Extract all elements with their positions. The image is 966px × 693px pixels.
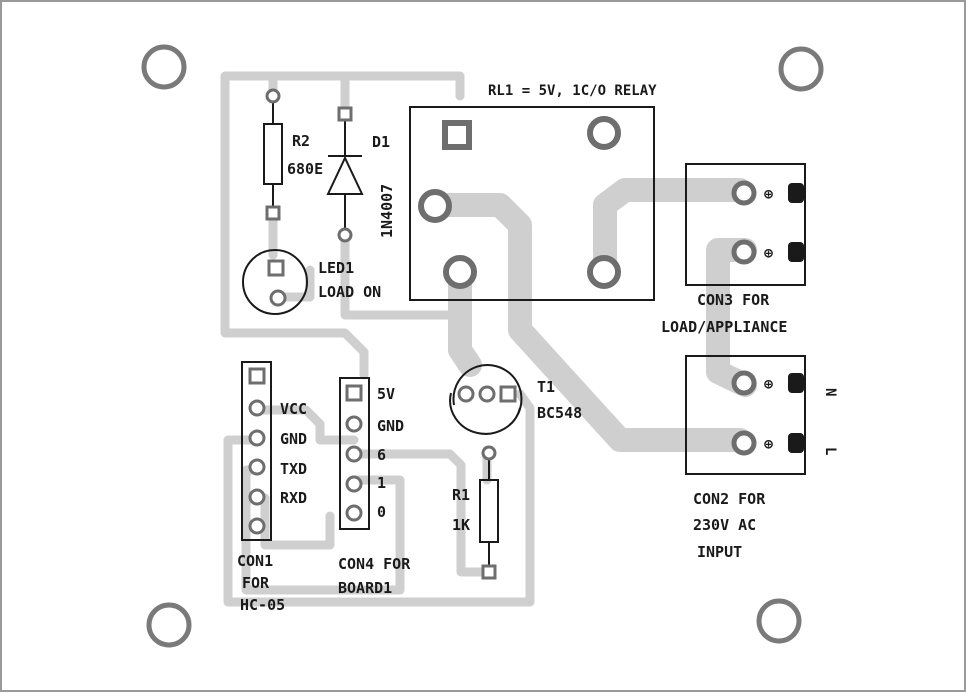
led1-body [242,249,308,315]
con3-screw-1: ⊕ [764,185,773,203]
con2-body [685,355,806,475]
con3-caption-1: CON3 FOR [697,291,770,309]
con2-caption-1: CON2 FOR [693,490,766,508]
con4-pin-5v: 5V [377,385,395,403]
con3-terminal: ⊕ ⊕ CON3 FOR LOAD/APPLIANCE [661,163,806,336]
r1-value: 1K [452,516,470,534]
relay-label: RL1 = 5V, 1C/O RELAY [488,83,657,99]
con3-screw-2: ⊕ [764,244,773,262]
d1-diode: D1 1N4007 [326,106,396,243]
t1-transistor: T1 BC548 [449,364,582,435]
r2-value: 680E [287,160,323,178]
t1-ref: T1 [537,378,555,396]
con2-terminal: ⊕ ⊕ N L CON2 FOR 230V AC INPUT [685,355,838,561]
mounting-holes [141,44,824,648]
con1-pin-rxd: RXD [280,489,307,507]
con2-pin-n: N [822,388,838,396]
mounting-hole-tl [141,44,187,90]
r2-resistor: R2 680E [263,88,323,221]
con1-pin-gnd: GND [280,430,307,448]
con1-caption-3: HC-05 [240,596,285,614]
relay-body [409,106,655,301]
con4-header: 5V GND 6 1 0 CON4 FOR BOARD1 [338,377,411,597]
t1-value: BC548 [537,404,582,422]
relay-rl1: RL1 = 5V, 1C/O RELAY [409,83,657,301]
led1-value: LOAD ON [318,283,381,301]
con2-pin-l: L [822,447,838,455]
d1-ref: D1 [372,133,390,151]
r1-ref: R1 [452,486,470,504]
con2-screw-2: ⊕ [764,435,773,453]
led1: LED1 LOAD ON [242,249,381,315]
con2-caption-2: 230V AC [693,516,756,534]
led1-ref: LED1 [318,259,354,277]
con1-header: VCC GND TXD RXD CON1 FOR HC-05 [237,361,307,614]
con1-caption-2: FOR [242,574,270,592]
con2-screw-1: ⊕ [764,375,773,393]
mounting-hole-bl [146,602,192,648]
con1-pin-txd: TXD [280,460,307,478]
r1-resistor: R1 1K [452,445,499,580]
con1-caption-1: CON1 [237,552,273,570]
d1-value: 1N4007 [378,184,396,238]
con4-pin-6: 6 [377,446,386,464]
mounting-hole-tr [778,46,824,92]
con4-body [339,377,370,530]
con2-caption-3: INPUT [697,543,742,561]
con1-pin-vcc: VCC [280,400,307,418]
con4-pin-gnd: GND [377,417,404,435]
con4-caption-1: CON4 FOR [338,555,411,573]
con3-caption-2: LOAD/APPLIANCE [661,318,787,336]
con3-body [685,163,806,286]
con4-caption-2: BOARD1 [338,579,392,597]
con1-body [241,361,272,541]
power-traces [423,178,757,452]
con4-pin-0: 0 [377,503,386,521]
r2-ref: R2 [292,132,310,150]
mounting-hole-br [756,598,802,644]
t1-body [452,364,523,415]
con4-pin-1: 1 [377,474,386,492]
thin-traces [220,71,535,607]
